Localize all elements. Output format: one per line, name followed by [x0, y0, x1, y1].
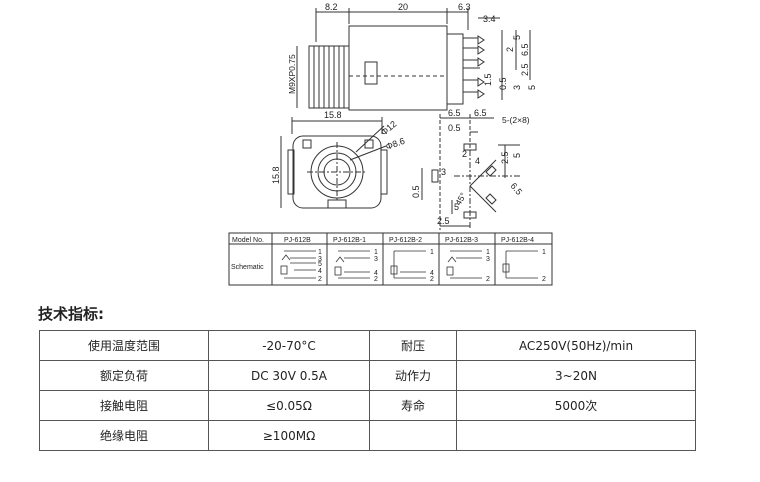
table-row: 接触电阻 ≤0.05Ω 寿命 5000次 [39, 390, 696, 421]
side-dim-right-2: 6.5 [520, 43, 530, 56]
pcb-layout [421, 114, 520, 230]
pin-c0-1: 1 [318, 249, 322, 256]
table-row: 使用温度范围 -20-70°C 耐压 AC250V(50Hz)/min [39, 330, 696, 361]
pin-c2-1: 1 [430, 249, 434, 256]
side-thread-label: M9XP0.75 [287, 54, 297, 94]
model-name-5: PJ-612B-4 [501, 237, 534, 244]
front-view [280, 117, 388, 209]
front-dim-diameter-2: Φ8.6 [384, 136, 406, 152]
pin-c1-1: 1 [374, 249, 378, 256]
spec-label: 寿命 [369, 390, 457, 421]
pcb-dim-10: 5 [454, 202, 459, 212]
pin-c2-2: 4 [430, 270, 434, 277]
pin-c4-1: 1 [542, 249, 546, 256]
pcb-hole-note: 5-(2×8) [502, 115, 530, 125]
model-name-4: PJ-612B-3 [445, 237, 478, 244]
pin-c1-3: 4 [374, 270, 378, 277]
side-dim-top-4: 3.4 [483, 14, 496, 24]
front-dim-height: 15.8 [271, 166, 281, 184]
front-dim-width: 15.8 [324, 110, 342, 120]
spec-label: 耐压 [369, 330, 457, 361]
spec-value: -20-70°C [208, 330, 370, 361]
technical-drawing: 8.2 20 6.3 3.4 M9XP0.75 2 6.5 5 2.5 1.5 … [228, 2, 553, 286]
side-dim-bottom-3: 3 [512, 85, 522, 90]
spec-value: 5000次 [456, 390, 696, 421]
pcb-dim-top-2: 6.5 [474, 108, 487, 118]
pcb-dim-4: 2 [462, 149, 467, 159]
pin-c3-3: 2 [486, 276, 490, 283]
schematic-row-label: Schematic [231, 264, 264, 271]
side-dim-top-1: 8.2 [325, 2, 338, 12]
pcb-dim-5: 3 [441, 167, 446, 177]
spec-label: 绝缘电阻 [39, 420, 209, 451]
pin-c0-5: 2 [318, 276, 322, 283]
spec-value: ≥100MΩ [208, 420, 370, 451]
spec-value: ≤0.05Ω [208, 390, 370, 421]
model-name-3: PJ-612B-2 [389, 237, 422, 244]
pcb-dim-top-1: 6.5 [448, 108, 461, 118]
spec-label: 动作力 [369, 360, 457, 391]
pin-c1-2: 3 [374, 256, 378, 263]
model-header-label: Model No. [232, 237, 264, 244]
spec-value [456, 420, 696, 451]
specs-heading: 技术指标: [38, 305, 104, 323]
spec-label: 使用温度范围 [39, 330, 209, 361]
side-dim-right-4: 2.5 [520, 63, 530, 76]
schematic-symbols [280, 250, 538, 279]
table-row: 额定负荷 DC 30V 0.5A 动作力 3~20N [39, 360, 696, 391]
side-dim-top-2: 20 [398, 2, 408, 12]
pcb-dim-8: 6.5 [508, 181, 524, 197]
specs-table: 使用温度范围 -20-70°C 耐压 AC250V(50Hz)/min 额定负荷… [39, 330, 696, 451]
pcb-dim-9: 2.5 [437, 216, 450, 226]
pin-c0-3: 5 [318, 261, 322, 268]
pcb-dim-3: 4 [475, 156, 480, 166]
pcb-dim-2: 5 [512, 153, 522, 158]
side-dim-right-1: 2 [505, 47, 515, 52]
side-view [296, 8, 531, 111]
model-name-1: PJ-612B [284, 237, 311, 244]
side-dim-right-3: 5 [512, 35, 522, 40]
pin-c3-1: 1 [486, 249, 490, 256]
pin-c3-2: 3 [486, 256, 490, 263]
pin-c2-3: 2 [430, 276, 434, 283]
spec-value: 3~20N [456, 360, 696, 391]
side-dim-bottom-1: 1.5 [483, 73, 493, 86]
spec-value: DC 30V 0.5A [208, 360, 370, 391]
side-dim-top-3: 6.3 [458, 2, 471, 12]
spec-label: 接触电阻 [39, 390, 209, 421]
spec-label [369, 420, 457, 451]
spec-label: 额定负荷 [39, 360, 209, 391]
pcb-dim-top-3: 0.5 [448, 123, 461, 133]
model-name-2: PJ-612B-1 [333, 237, 366, 244]
pin-c0-4: 4 [318, 268, 322, 275]
model-table-grid [228, 232, 553, 286]
side-dim-bottom-4: 5 [527, 85, 537, 90]
pcb-dim-1: 2.5 [500, 151, 510, 164]
pin-c4-2: 2 [542, 276, 546, 283]
table-row: 绝缘电阻 ≥100MΩ [39, 420, 696, 451]
side-dim-bottom-2: 0.5 [498, 77, 508, 90]
spec-value: AC250V(50Hz)/min [456, 330, 696, 361]
pin-c0-2: 3 [318, 256, 322, 263]
pcb-dim-6: 0.5 [411, 185, 421, 198]
pin-c1-4: 2 [374, 276, 378, 283]
